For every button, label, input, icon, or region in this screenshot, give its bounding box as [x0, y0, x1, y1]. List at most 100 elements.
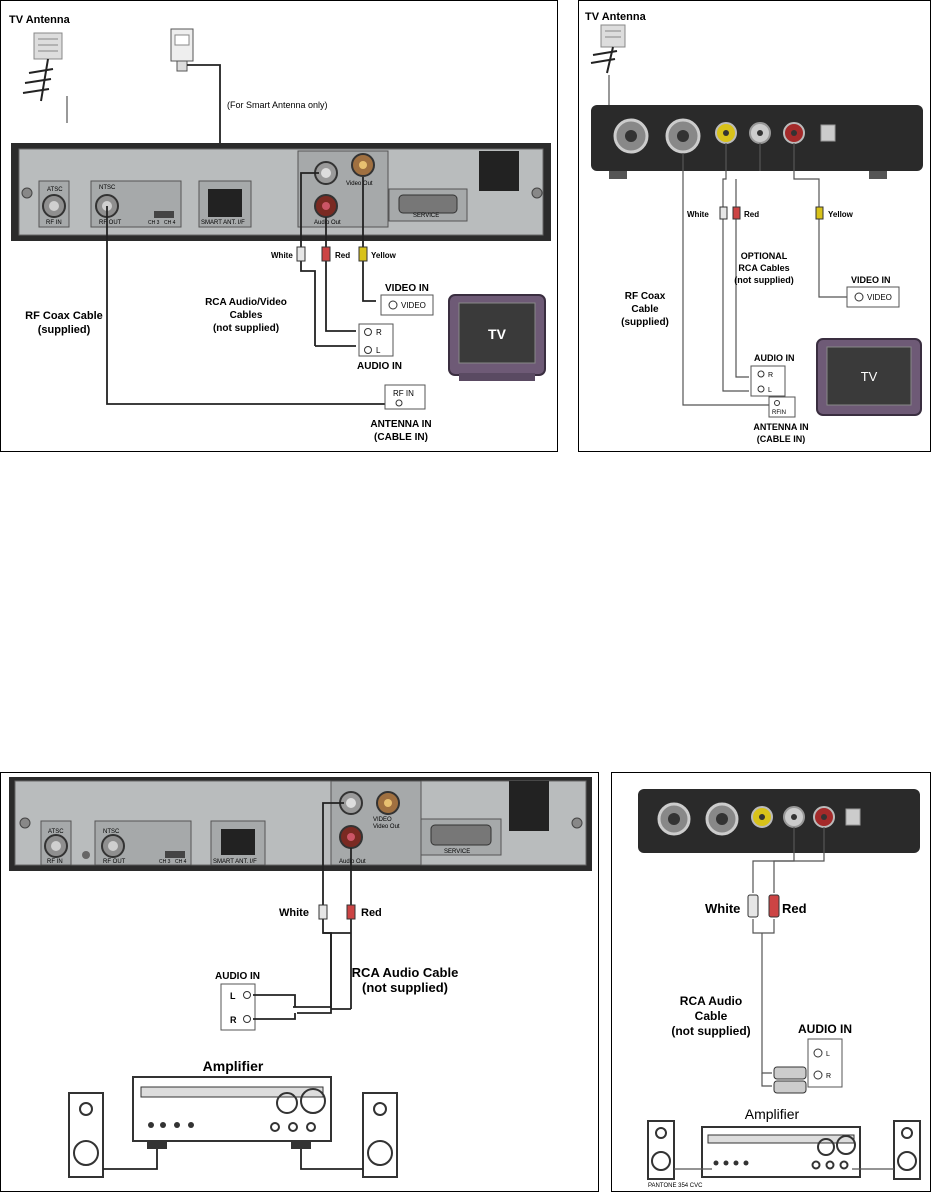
audio-in-jack-box: [807, 1038, 843, 1088]
audio-l-label: L: [768, 387, 772, 394]
audio-in-label: AUDIO IN: [215, 971, 260, 982]
rf-coax-line3: (supplied): [621, 317, 669, 328]
service-port-label: SERVICE: [444, 849, 470, 855]
tv-antenna-icon: [590, 24, 626, 74]
rca-plug-red-icon: [321, 246, 331, 262]
audio-in-jack-box: [220, 983, 256, 1031]
video-in-label: VIDEO IN: [385, 283, 429, 294]
smart-antenna-note: (For Smart Antenna only): [227, 100, 328, 110]
yellow-cable-label: Yellow: [828, 210, 854, 219]
rca-audio-cable-line1: RCA Audio Cable: [352, 965, 459, 980]
rf-in-jack-label: RF IN: [393, 389, 414, 398]
rca-plug-yellow-icon: [815, 206, 824, 220]
amplifier-label: Amplifier: [203, 1058, 264, 1074]
red-cable-label: Red: [335, 251, 350, 260]
connection-diagram-4: White Red RCA Audio Cable (not supplied)…: [638, 789, 921, 1189]
video-out-label: Video Out: [373, 824, 400, 830]
video-jack-label: VIDEO: [867, 293, 892, 302]
antenna-in-line1: ANTENNA IN: [370, 419, 431, 430]
rf-out-port-label: RF OUT: [99, 220, 122, 226]
tv-label: TV: [488, 326, 507, 342]
audio-l-label: L: [376, 346, 381, 355]
tv-icon: [448, 294, 546, 381]
ntsc-label: NTSC: [103, 829, 120, 835]
atsc-label: ATSC: [47, 187, 63, 193]
rca-plug-white-icon: [747, 894, 759, 918]
audio-in-label: AUDIO IN: [357, 361, 402, 372]
rca-cables-line1: RCA Audio/Video: [205, 297, 287, 308]
tv-antenna-icon: [22, 32, 63, 102]
ntsc-label: NTSC: [99, 185, 116, 191]
audio-l-label: L: [230, 991, 236, 1001]
right-speaker-icon: [362, 1092, 398, 1178]
smart-ant-port-label: SMART ANT. I/F: [201, 220, 245, 226]
audio-in-label: AUDIO IN: [798, 1022, 852, 1036]
rca-plug-red-icon: [768, 894, 780, 918]
service-port-label: SERVICE: [413, 213, 439, 219]
ch3-label: CH 3: [148, 220, 160, 226]
audio-in-jack-box: [750, 365, 786, 397]
ch4-label: CH 4: [175, 859, 187, 865]
receiver-compact-body: [638, 789, 920, 853]
left-speaker-icon: [647, 1120, 675, 1180]
rca-cables-line3: (not supplied): [213, 323, 279, 334]
smart-ant-port-label: SMART ANT. I/F: [213, 859, 257, 865]
rca-audio-cable-line2: (not supplied): [362, 980, 448, 995]
audio-r-label: R: [230, 1015, 237, 1025]
yellow-cable-label: Yellow: [371, 251, 397, 260]
atsc-label: ATSC: [48, 829, 64, 835]
amplifier-icon: [701, 1126, 861, 1178]
audio-out-label: Audio Out: [339, 859, 366, 865]
amplifier-icon: [132, 1076, 332, 1149]
rca-audio-cable-line1: RCA Audio: [680, 994, 742, 1008]
rca-plug-red-icon: [346, 904, 356, 920]
video-label: VIDEO: [373, 817, 392, 823]
diagram-panel-amplifier-connection-compact: White Red RCA Audio Cable (not supplied)…: [611, 772, 931, 1192]
smart-antenna-plug-icon: [170, 28, 194, 72]
amplifier-label: Amplifier: [745, 1106, 800, 1122]
video-jack-label: VIDEO: [401, 301, 426, 310]
video-in-jack-box: [380, 294, 434, 316]
audio-r-label: R: [376, 328, 382, 337]
video-in-label: VIDEO IN: [851, 275, 891, 285]
rca-plug-red-icon: [732, 206, 741, 220]
pantone-label: PANTONE 354 CVC: [648, 1183, 703, 1189]
rca-cables-line2: Cables: [230, 310, 263, 321]
white-cable-label: White: [279, 907, 309, 919]
video-out-label: Video Out: [346, 181, 373, 187]
white-cable-label: White: [687, 210, 709, 219]
diagram-panel-amplifier-connection: ATSC RF IN NTSC RF OUT CH 3 CH 4 SMART A…: [0, 772, 599, 1192]
connection-diagram-3: ATSC RF IN NTSC RF OUT CH 3 CH 4 SMART A…: [9, 777, 592, 1178]
antenna-in-line1: ANTENNA IN: [753, 422, 808, 432]
white-cable-label: White: [705, 901, 740, 916]
audio-out-label: Audio Out: [314, 220, 341, 226]
rf-in-port-label: RF IN: [46, 220, 62, 226]
rca-plug-white-icon: [318, 904, 328, 920]
rca-plug-white-icon: [719, 206, 728, 220]
video-in-jack-box: [846, 286, 900, 308]
tv-antenna-label: TV Antenna: [9, 14, 71, 26]
diagram-panel-antenna-av-connection: TV Antenna (For Smart Antenna only) ATSC…: [0, 0, 558, 452]
audio-r-label: R: [768, 372, 773, 379]
red-cable-label: Red: [361, 907, 382, 919]
receiver-back-panel: [9, 777, 592, 871]
rf-coax-line1: RF Coax: [625, 291, 666, 302]
rca-audio-cable-line2: Cable: [695, 1009, 728, 1023]
tv-label: TV: [861, 369, 878, 384]
rf-in-jack-label: RFIN: [772, 410, 786, 416]
audio-r-label: R: [826, 1073, 831, 1080]
optional-rca-line2: RCA Cables: [738, 263, 789, 273]
connection-diagram-1: TV Antenna (For Smart Antenna only) ATSC…: [9, 14, 551, 443]
optional-rca-line1: OPTIONAL: [741, 251, 788, 261]
rf-out-port-label: RF OUT: [103, 859, 126, 865]
rf-in-port-label: RF IN: [47, 859, 63, 865]
white-cable-label: White: [271, 251, 293, 260]
antenna-in-line2: (CABLE IN): [757, 434, 806, 444]
rf-coax-line2: (supplied): [38, 324, 91, 336]
tv-icon: [816, 338, 922, 416]
ch3-label: CH 3: [159, 859, 171, 865]
receiver-back-panel: [11, 143, 551, 241]
rca-plug-white-icon: [296, 246, 306, 262]
audio-in-label: AUDIO IN: [754, 353, 795, 363]
optional-rca-line3: (not supplied): [734, 275, 794, 285]
